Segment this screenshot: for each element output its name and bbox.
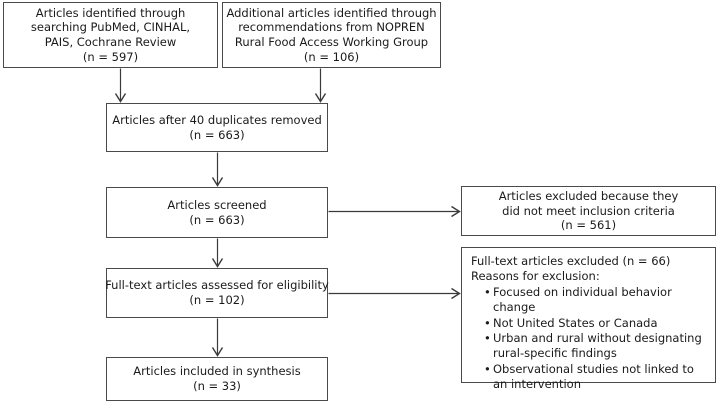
box-articles-identified-databases: Articles identified through searching Pu…: [3, 2, 218, 68]
exclusion-reason-text: Urban and rural without designating: [493, 331, 702, 346]
identified-db-line-1: Articles identified through: [35, 5, 186, 20]
box-additional-articles-recommendations: Additional articles identified through r…: [222, 2, 441, 68]
exclusion-reason-item: Not United States or Canada: [484, 315, 708, 332]
eligibility-line-1: Full-text articles assessed for eligibil…: [105, 278, 329, 293]
box-articles-screened: Articles screened (n = 663): [106, 187, 328, 238]
excluded-fulltext-subheader: Reasons for exclusion:: [471, 269, 600, 284]
identified-rec-line-1: Additional articles identified through: [226, 5, 437, 20]
identified-db-line-3: PAIS, Cochrane Review: [44, 35, 177, 49]
exclusion-reason-text: Not United States or Canada: [493, 315, 658, 330]
duplicates-line-1: Articles after 40 duplicates removed: [112, 112, 322, 127]
exclusion-reason-text: Observational studies not linked to: [493, 361, 694, 376]
exclusion-reasons-list: Focused on individual behavior change No…: [471, 285, 708, 393]
excluded-fulltext-header: Full-text articles excluded (n = 66): [471, 254, 671, 268]
box-articles-included-in-synthesis: Articles included in synthesis (n = 33): [106, 357, 328, 401]
screened-count: (n = 663): [189, 212, 245, 227]
identified-rec-line-2: recommendations from NOPREN: [238, 20, 425, 35]
box-articles-after-duplicates-removed: Articles after 40 duplicates removed (n …: [106, 103, 328, 152]
identified-rec-line-3: Rural Food Access Working Group: [234, 35, 429, 49]
screened-line-1: Articles screened: [167, 197, 267, 212]
excluded-screening-line-2: did not meet inclusion criteria: [502, 203, 675, 218]
identified-db-line-2: searching PubMed, CINHAL,: [30, 20, 191, 35]
identified-db-count: (n = 597): [82, 49, 139, 64]
exclusion-reason-text-continued: an intervention: [493, 377, 581, 392]
box-fulltext-articles-assessed-eligibility: Full-text articles assessed for eligibil…: [105, 268, 329, 318]
exclusion-reason-item: Urban and rural without designating rura…: [484, 331, 708, 362]
exclusion-reason-text: Focused on individual behavior change: [493, 284, 672, 315]
included-line-1: Articles included in synthesis: [133, 364, 301, 379]
box-fulltext-articles-excluded-reasons: Full-text articles excluded (n = 66) Rea…: [461, 247, 716, 391]
box-articles-excluded-screening: Articles excluded because they did not m…: [461, 186, 716, 236]
exclusion-reason-item: Observational studies not linked to an i…: [484, 362, 708, 393]
exclusion-reason-item: Focused on individual behavior change: [484, 285, 708, 316]
eligibility-count: (n = 102): [189, 293, 245, 307]
duplicates-count: (n = 663): [189, 127, 245, 142]
excluded-screening-count: (n = 561): [560, 218, 617, 233]
identified-rec-count: (n = 106): [303, 49, 360, 64]
exclusion-reason-text-continued: rural-specific findings: [493, 346, 617, 361]
excluded-screening-line-1: Articles excluded because they: [498, 189, 679, 204]
included-count: (n = 33): [193, 379, 241, 393]
